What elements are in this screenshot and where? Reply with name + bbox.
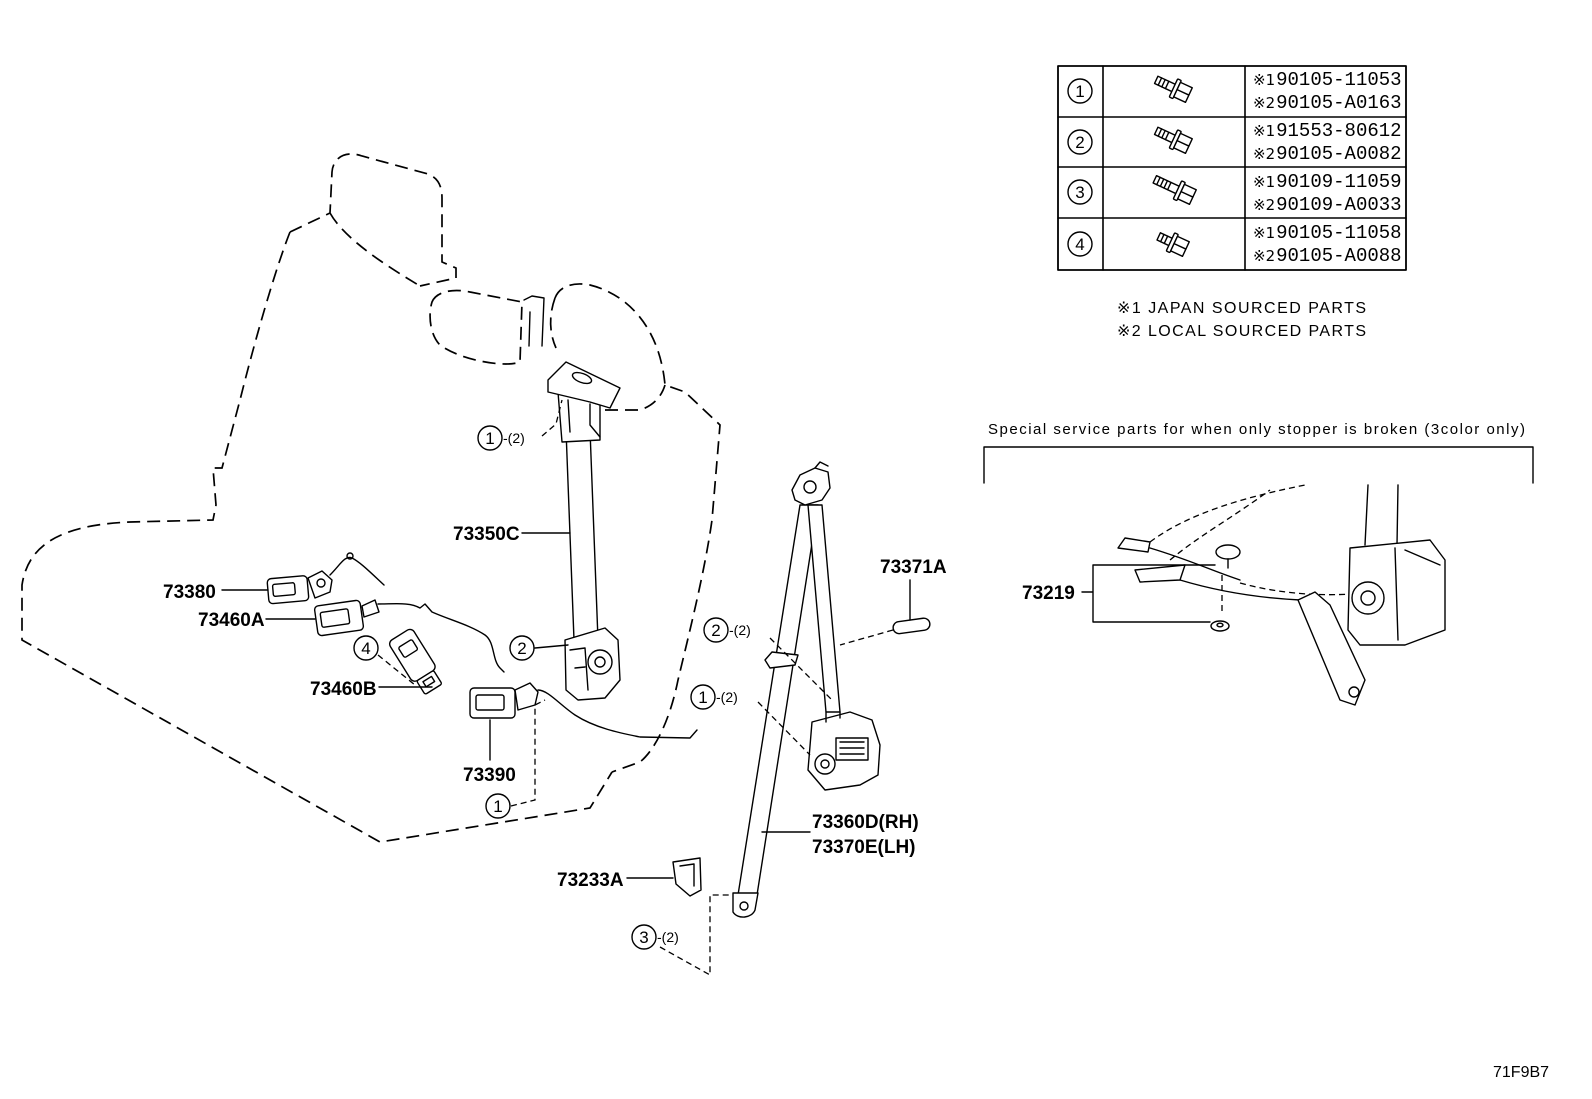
svg-text:2: 2 (1075, 133, 1084, 152)
label-73219: 73219 (1022, 583, 1075, 604)
svg-text:-(2): -(2) (716, 689, 738, 705)
bolt-icon (1153, 126, 1193, 155)
svg-text:4: 4 (361, 639, 370, 658)
svg-text:※190105-11058: ※190105-11058 (1253, 222, 1402, 244)
callout-4-buckle: 4 (353, 635, 379, 661)
svg-text:4: 4 (1075, 235, 1084, 254)
leader-73219 (1081, 564, 1216, 623)
bolt-icon (1152, 174, 1197, 206)
table-row: 4 ※190105-11058 ※290105-A0088 (1067, 222, 1402, 267)
label-73233a: 73233A (557, 870, 624, 891)
svg-text:※290109-A0033: ※290109-A0033 (1253, 194, 1402, 216)
svg-text:-(2): -(2) (503, 430, 525, 446)
svg-text:※290105-A0088: ※290105-A0088 (1253, 245, 1402, 267)
label-73360d-rh: 73360D(RH) (812, 812, 919, 833)
label-73460b: 73460B (310, 679, 377, 700)
callout-2-belt: 2 -(2) (703, 617, 751, 643)
svg-text:1: 1 (485, 429, 494, 448)
svg-text:2: 2 (517, 639, 526, 658)
svg-text:-(2): -(2) (729, 622, 751, 638)
callout-2-center: 2 (509, 635, 535, 661)
label-73370e-lh: 73370E(LH) (812, 837, 916, 858)
note-local-sourced: ※2 LOCAL SOURCED PARTS (1117, 323, 1366, 340)
svg-text:※290105-A0082: ※290105-A0082 (1253, 143, 1402, 165)
svg-text:※191553-80612: ※191553-80612 (1253, 120, 1402, 142)
label-73350c: 73350C (453, 524, 520, 545)
svg-text:※290105-A0163: ※290105-A0163 (1253, 92, 1402, 114)
table-row: 3 ※190109-11059 ※290109-A0033 (1067, 171, 1402, 216)
label-73380: 73380 (163, 582, 216, 603)
buckle-73390 (469, 682, 698, 739)
tongue-73460b (388, 628, 442, 695)
bolt-icon (1153, 75, 1193, 104)
stopper-inset-drawing (1117, 484, 1446, 706)
label-73460a: 73460A (198, 610, 265, 631)
outer-belt-assembly (732, 461, 881, 918)
clip-73233a (672, 857, 702, 897)
buckle-73380 (266, 552, 385, 605)
callout-1-lower: 1 (485, 793, 511, 819)
inset-bracket (983, 446, 1534, 484)
svg-text:2: 2 (711, 621, 720, 640)
callout-1-belt: 1 -(2) (690, 684, 738, 710)
bolt-table: 1 ※190105-11053 ※290105-A0163 2 ※19 (1057, 65, 1407, 271)
special-service-note: Special service parts for when only stop… (988, 421, 1525, 438)
label-73390: 73390 (463, 765, 516, 786)
figure-code: 71F9B7 (1493, 1064, 1549, 1081)
svg-text:3: 3 (639, 928, 648, 947)
table-row: 1 ※190105-11053 ※290105-A0163 (1067, 69, 1402, 114)
buckle-73460a (313, 599, 505, 673)
cover-73371a (892, 617, 931, 635)
svg-text:1: 1 (698, 688, 707, 707)
seat-outline (21, 153, 721, 843)
svg-text:1: 1 (493, 797, 502, 816)
callout-3-anchor: 3 -(2) (631, 924, 679, 950)
center-belt-assembly (547, 361, 621, 701)
svg-text:3: 3 (1075, 183, 1084, 202)
svg-text:※190105-11053: ※190105-11053 (1253, 69, 1402, 91)
bolt-icon (1156, 232, 1190, 258)
label-73371a: 73371A (880, 557, 947, 578)
table-row: 2 ※191553-80612 ※290105-A0082 (1067, 120, 1402, 165)
leader-lines (221, 399, 911, 977)
note-japan-sourced: ※1 JAPAN SOURCED PARTS (1117, 300, 1366, 317)
callout-1-upper: 1 -(2) (477, 425, 525, 451)
svg-text:-(2): -(2) (657, 929, 679, 945)
svg-text:※190109-11059: ※190109-11059 (1253, 171, 1402, 193)
svg-text:1: 1 (1075, 82, 1084, 101)
